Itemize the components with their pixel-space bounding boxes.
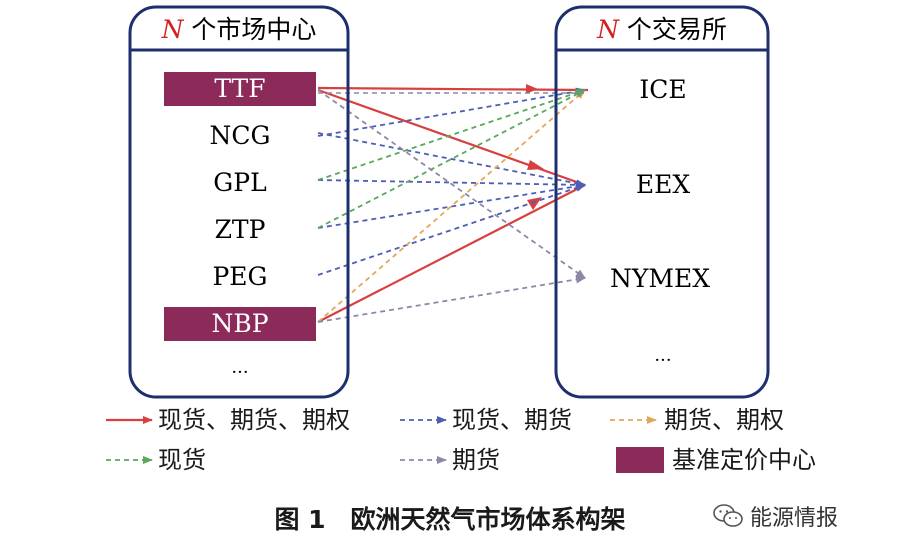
link-gpl-ice [317, 89, 586, 181]
hub-peg: PEG [212, 262, 267, 291]
link-nbp-eex [317, 184, 586, 323]
exchange-ice: ICE [639, 75, 686, 104]
legend-label-full: 现货、期货、期权 [158, 406, 350, 434]
legend-label-futures: 期货 [452, 446, 500, 474]
legend-label-benchmark: 基准定价中心 [672, 446, 816, 474]
exchange-ellipsis: ··· [654, 350, 671, 371]
hub-gpl: GPL [213, 168, 266, 197]
legend-label-futures-options: 期货、期权 [664, 406, 784, 434]
link-nbp-ice-fo [317, 89, 586, 323]
exchanges-frame [554, 5, 770, 399]
hub-ellipsis: ··· [231, 362, 248, 383]
wechat-icon [713, 504, 743, 527]
arrowhead-nbp-eex [527, 197, 542, 210]
watermark: 能源情报 [712, 498, 838, 534]
hub-ttf: TTF [214, 74, 265, 103]
connections [317, 84, 589, 323]
link-peg-eex [317, 184, 586, 276]
link-ncg-ice [317, 87, 586, 137]
exchanges-title-n: N [596, 15, 620, 44]
legend-label-spot-futures: 现货、期货 [452, 406, 572, 434]
exchange-eex: EEX [636, 170, 690, 199]
benchmark-highlight-nbp [164, 307, 316, 341]
legend-samples [106, 416, 664, 473]
link-ztp-eex [317, 182, 586, 229]
link-nbp-nymex [317, 275, 586, 323]
legend-swatch-benchmark [616, 447, 664, 473]
market-hubs-title-text: 个市场中心 [183, 15, 316, 44]
link-ttf-ice [317, 86, 589, 92]
figure-caption: 图 1 欧洲天然气市场体系构架 [274, 505, 626, 534]
market-hubs-title-n: N [161, 15, 185, 44]
market-hubs-title: N 个市场中心 [161, 15, 317, 44]
arrowhead-ttf-eex [527, 160, 544, 170]
hub-nbp: NBP [211, 309, 268, 338]
exchanges-box: N 个交易所 ICE EEX NYMEX ··· [554, 5, 770, 399]
hub-ncg: NCG [210, 121, 271, 150]
link-ttf-eex [317, 88, 586, 187]
link-ttf-nymex [317, 89, 586, 279]
exchanges-title: N 个交易所 [596, 15, 727, 44]
arrowhead-ttf-ice [526, 84, 538, 94]
market-hubs-box: N 个市场中心 TTF NCG GPL ZTP PEG NBP ··· [128, 5, 350, 399]
exchange-nymex: NYMEX [610, 264, 710, 293]
benchmark-highlight-ttf [164, 72, 316, 106]
watermark-text: 能源情报 [750, 506, 839, 531]
legend-label-spot: 现货 [158, 446, 206, 474]
hub-ztp: ZTP [215, 215, 266, 244]
link-ncg-eex [317, 132, 586, 188]
market-hubs-frame [128, 5, 350, 399]
exchanges-title-text: 个交易所 [619, 15, 727, 44]
